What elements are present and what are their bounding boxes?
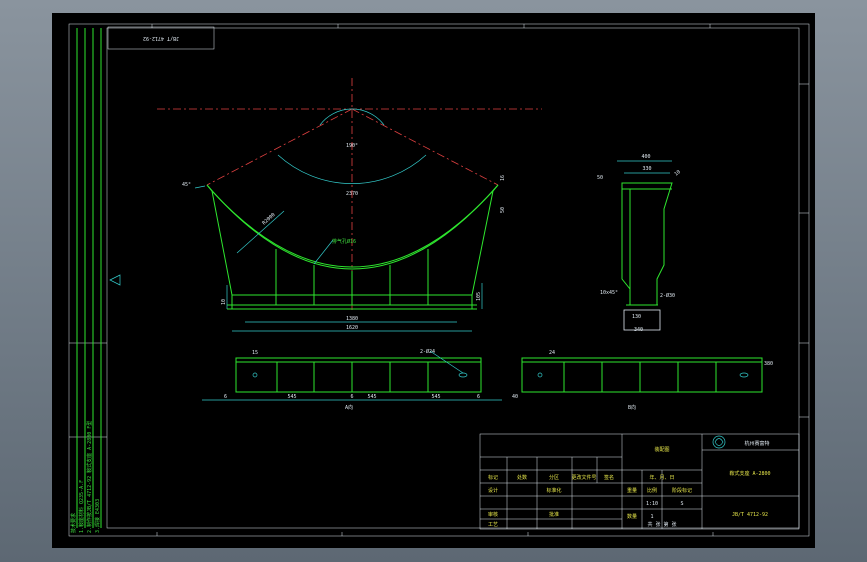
dim-16: 16 — [500, 175, 506, 181]
qty-value: 1 — [650, 514, 653, 520]
dim-545a: 545 — [287, 394, 296, 400]
saddle-arc-inner — [211, 190, 494, 268]
thickness-label: 10 — [673, 169, 681, 177]
angle-label: 190° — [346, 143, 358, 149]
dim-6b: 6 — [350, 394, 353, 400]
assembly-label: 装配图 — [654, 446, 669, 453]
dim-40: 40 — [512, 394, 518, 400]
note-line: 1.鞍座材料 Q235-A.F — [78, 480, 85, 533]
row-header: 分区 — [549, 474, 559, 481]
dim-1380: 1380 — [346, 316, 358, 322]
company-logo-icon — [712, 435, 726, 449]
role-label: 批准 — [549, 511, 559, 518]
hole-leader — [429, 350, 464, 374]
side-view: 400 330 50 10x45° 2-Ø30 130 340 10 — [597, 154, 682, 333]
dim-130: 130 — [632, 314, 641, 320]
slot-hole — [458, 372, 468, 378]
orientation-arrow-icon — [109, 274, 121, 286]
stage-value: S — [680, 501, 683, 507]
logo-swirl-icon — [714, 438, 724, 446]
angle-arc — [319, 108, 385, 126]
base-plan — [623, 309, 661, 331]
row-header: 处数 — [517, 474, 527, 481]
dim-50: 50 — [500, 207, 506, 213]
scale-value: 1:10 — [646, 501, 658, 507]
dim-6: 6 — [224, 394, 227, 400]
dim-24: 24 — [549, 350, 555, 356]
weight-label: 重量 — [627, 487, 637, 494]
qty-label: 数量 — [627, 513, 637, 520]
cad-viewport[interactable]: JB/T 4712-92 技术要求 1.鞍座材料 Q235-A.F 2.制作按J… — [52, 13, 815, 548]
base-view-b: 24 40 380 B向 — [512, 350, 773, 411]
role-label: 标准化 — [546, 487, 561, 494]
dim-545c: 545 — [431, 394, 440, 400]
dim-330: 330 — [642, 166, 651, 172]
row-header: 年、月、日 — [649, 474, 674, 481]
row-header: 更改文件号 — [571, 474, 596, 481]
part-name: 鞍式支座 A-2800 — [729, 470, 770, 477]
role-label: 设计 — [488, 487, 498, 494]
dim-400: 400 — [641, 154, 650, 160]
side-profile — [621, 182, 673, 306]
title-block: 装配图 标记 处数 分区 更改文件号 签名 年、月、日 设计 审核 工艺 标准化… — [479, 433, 800, 530]
vent-hole-note: 排气孔Ø16 — [332, 238, 356, 245]
hole-note-b: 2-Ø30 — [660, 292, 675, 299]
base-view-a: 2-Ø24 15 6 545 6 545 545 6 A向 — [202, 348, 502, 411]
engineering-drawing: JB/T 4712-92 技术要求 1.鞍座材料 Q235-A.F 2.制作按J… — [68, 23, 810, 537]
dim-15: 15 — [252, 350, 258, 356]
arc-length-dim — [277, 154, 427, 184]
dim-340: 340 — [634, 327, 643, 333]
role-label: 审核 — [488, 511, 498, 518]
vent-leader — [313, 239, 334, 265]
chamfer-note: 10x45° — [600, 290, 618, 296]
title-block-frame — [479, 433, 800, 530]
code-box-text: JB/T 4712-92 — [143, 35, 179, 41]
bolt-hole — [537, 372, 543, 378]
radius-leader — [236, 210, 285, 254]
bolt-hole — [252, 372, 258, 378]
outer-border — [68, 23, 810, 537]
dim-380: 380 — [764, 361, 773, 367]
stage-label: 阶段标记 — [672, 487, 692, 494]
note-line: 2.制作按JB/T 4712-92 鞍式支座 A-2800 F型 — [86, 421, 93, 533]
drawing-number: JB/T 4712-92 — [732, 512, 768, 518]
front-view: 190° 2370 R2000 排气孔Ø16 45° 50 16 10 105 — [157, 78, 542, 332]
view-label-b: B向 — [628, 404, 636, 411]
code-box — [107, 26, 215, 50]
row-header: 标记 — [488, 474, 498, 481]
slot-hole — [739, 372, 749, 378]
dim-2370: 2370 — [346, 191, 358, 197]
hole-note-a: 2-Ø24 — [420, 348, 435, 355]
row-header: 签名 — [604, 474, 614, 481]
base-plate-plan-b — [521, 357, 763, 393]
scale-label: 比例 — [647, 487, 657, 494]
dim-50b: 50 — [597, 175, 603, 181]
sheet-count: 共 张 第 张 — [647, 521, 676, 528]
view-label-a: A向 — [345, 404, 353, 411]
dim-1620: 1620 — [346, 325, 358, 331]
role-label: 工艺 — [488, 522, 498, 528]
dim-d10: 10 — [221, 299, 227, 305]
inner-frame — [106, 27, 800, 529]
dim-d105: 105 — [476, 292, 482, 301]
dim-545b: 545 — [367, 394, 376, 400]
note-title: 技术要求 — [70, 513, 77, 533]
radius-line-left — [206, 108, 353, 186]
company-name: 杭州赛富特 — [744, 440, 769, 447]
dim-6c: 6 — [477, 394, 480, 400]
base-plate-plan — [235, 357, 482, 393]
chamfer-angle-label: 45° — [182, 182, 191, 188]
note-line: 3.焊接 E4303 — [94, 499, 101, 533]
side-notes-strip: 技术要求 1.鞍座材料 Q235-A.F 2.制作按JB/T 4712-92 鞍… — [70, 28, 102, 533]
radius-line-right — [351, 108, 499, 186]
chamfer-leader — [194, 185, 206, 189]
